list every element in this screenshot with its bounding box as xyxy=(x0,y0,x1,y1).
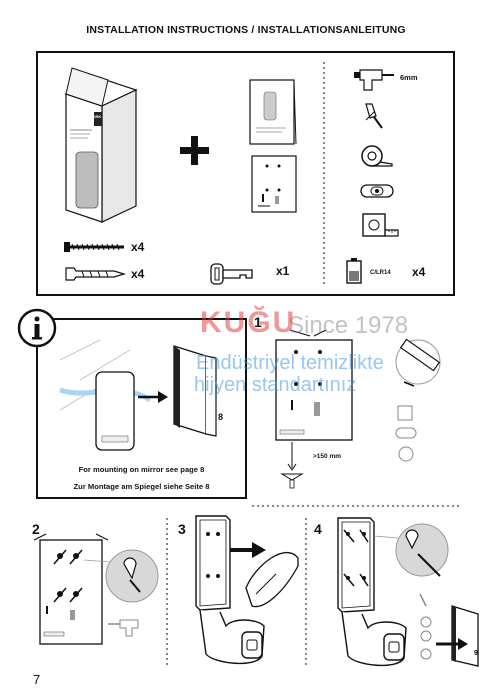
divider xyxy=(305,518,307,668)
step-1-distance-label: >150 mm xyxy=(313,453,342,460)
battery-type-label: C/LR14 xyxy=(370,270,391,276)
tape-icon xyxy=(361,145,393,167)
step-4-number: 4 xyxy=(314,521,322,537)
step-3-number: 3 xyxy=(178,521,186,537)
mirror-note-de: Zur Montage am Spiegel siehe Seite 8 xyxy=(73,482,210,491)
watermark-since: Since 1978 xyxy=(288,312,409,339)
parts-box xyxy=(36,51,455,296)
key-quantity: x1 xyxy=(276,264,290,278)
drilling-template-icon xyxy=(251,155,297,213)
product-box-illustration xyxy=(64,67,138,223)
step-2-drilling-illustration xyxy=(33,533,159,645)
info-box xyxy=(36,318,247,499)
watermark-line-2: hijyen standartınız xyxy=(194,374,357,396)
plus-icon xyxy=(180,136,209,165)
watermark-line-1: Endüstriyel temizlikte xyxy=(196,352,384,374)
box-brand-label: TORK xyxy=(90,114,102,119)
screwdriver-icon xyxy=(365,103,383,129)
page-number: 7 xyxy=(33,672,41,687)
watermark-brand: KUĞU xyxy=(200,306,297,339)
screws-quantity: x4 xyxy=(131,240,145,254)
step-1-template-illustration xyxy=(275,329,441,489)
drill-icon xyxy=(354,69,394,91)
step-4-book-page: 9 xyxy=(474,650,478,657)
info-icon xyxy=(17,308,57,348)
info-book-page: 8 xyxy=(218,412,224,422)
drill-size-label: 6mm xyxy=(400,73,418,82)
tape-measure-icon xyxy=(362,213,399,237)
divider xyxy=(166,518,168,668)
plugs-quantity: x4 xyxy=(131,267,145,281)
wall-plug-icon xyxy=(65,267,127,281)
mirror-mounting-illustration xyxy=(59,339,217,451)
battery-icon xyxy=(346,258,362,284)
step-3-insert-illustration xyxy=(195,515,299,665)
spirit-level-icon xyxy=(360,184,394,198)
manual-booklet-icon xyxy=(249,79,297,145)
divider xyxy=(323,62,325,286)
step-1-number: 1 xyxy=(254,314,262,330)
key-icon xyxy=(210,263,253,285)
section-divider xyxy=(252,505,462,507)
screw-icon xyxy=(64,242,124,252)
step-4-mount-illustration xyxy=(337,517,479,667)
battery-quantity: x4 xyxy=(412,265,426,279)
mirror-note-en: For mounting on mirror see page 8 xyxy=(78,465,205,474)
step-2-number: 2 xyxy=(32,521,40,537)
page-title: INSTALLATION INSTRUCTIONS / INSTALLATION… xyxy=(86,24,406,36)
